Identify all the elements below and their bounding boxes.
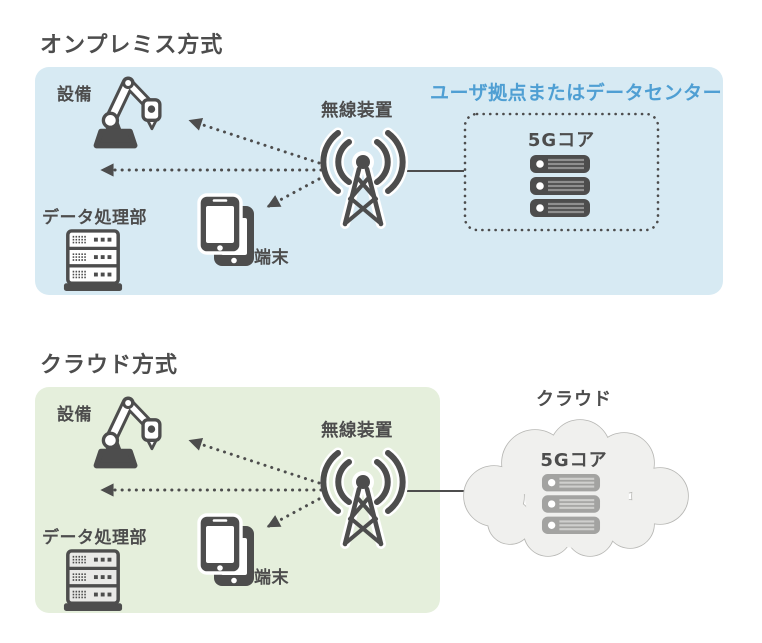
robot-arm-icon <box>93 396 162 469</box>
data-processing-label-onprem: データ処理部 <box>42 208 147 228</box>
core-label-onprem: 5Gコア <box>527 130 596 151</box>
arrow-to-terminal <box>266 177 321 208</box>
server-stack-icon <box>530 155 590 217</box>
smartphones-icon <box>197 513 254 586</box>
radio-tower-icon <box>320 447 409 549</box>
server-rack-icon <box>63 549 123 611</box>
radio-core-link-line <box>402 170 464 173</box>
equipment-label-onprem: 設備 <box>57 85 92 105</box>
terminal-label-onprem: 端末 <box>254 248 289 268</box>
arrow-to-terminal <box>266 497 321 528</box>
section-title-cloud: クラウド方式 <box>40 353 179 378</box>
smartphones-icon <box>197 193 254 266</box>
radio-tower-icon <box>320 127 409 229</box>
downlink-arrows-cloud <box>100 438 323 528</box>
location-label-onprem: ユーザ拠点またはデータセンター <box>430 82 723 104</box>
section-title-onprem: オンプレミス方式 <box>40 33 224 58</box>
data-processing-label-cloud: データ処理部 <box>42 528 147 548</box>
equipment-label-cloud: 設備 <box>57 405 92 425</box>
radio-cloud-link-line <box>402 490 464 493</box>
server-stack-icon <box>541 474 601 534</box>
downlink-arrows-onprem <box>100 118 323 208</box>
core-dotted-box <box>463 112 660 232</box>
server-rack-icon <box>63 229 123 291</box>
arrow-to-equipment <box>188 118 321 165</box>
terminal-label-cloud: 端末 <box>254 568 289 588</box>
arrow-to-equipment <box>188 438 321 485</box>
location-label-cloud: クラウド <box>536 389 612 410</box>
radio-label-cloud: 無線装置 <box>321 421 393 441</box>
robot-arm-icon <box>93 76 162 149</box>
radio-label-onprem: 無線装置 <box>321 101 393 121</box>
core-label-cloud: 5Gコア <box>540 450 608 471</box>
